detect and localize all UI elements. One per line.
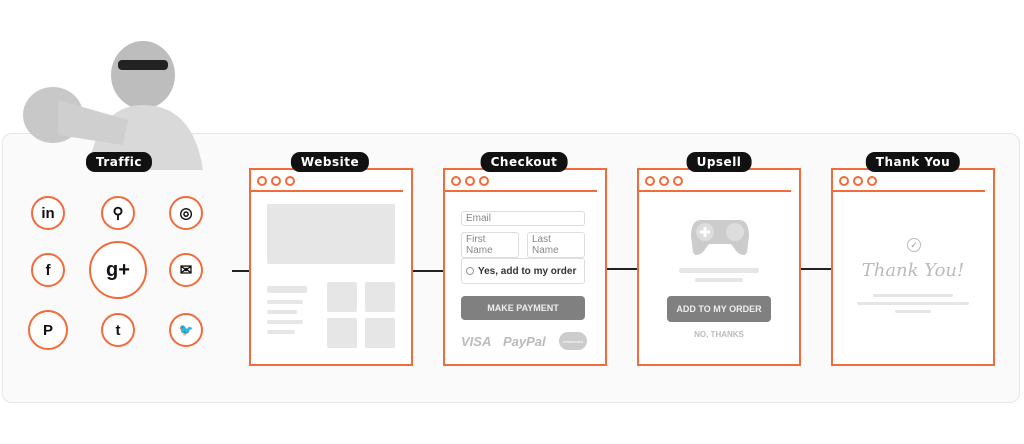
text-line — [267, 330, 295, 334]
image-placeholder — [327, 318, 357, 348]
make-payment-button[interactable]: MAKE PAYMENT — [461, 296, 585, 320]
thankyou-frame: ✓ Thank You! — [831, 168, 995, 366]
mail-icon: ✉ — [169, 253, 203, 287]
website-label: Website — [290, 152, 370, 172]
text-line — [895, 310, 931, 313]
paypal-logo: PayPal — [503, 334, 546, 349]
text-line — [695, 278, 743, 282]
gorilla-mascot-image — [23, 41, 203, 170]
text-line — [267, 310, 297, 314]
hero-placeholder — [267, 204, 395, 264]
text-line — [267, 320, 303, 324]
mastercard-logo: mastercard — [559, 332, 587, 350]
facebook-icon: f — [31, 253, 65, 287]
tumblr-icon: t — [101, 313, 135, 347]
upsell-frame: ADD TO MY ORDER NO, THANKS — [637, 168, 801, 366]
email-field[interactable]: Email — [461, 211, 585, 226]
pinterest-icon: P — [28, 310, 68, 350]
website-frame — [249, 168, 413, 366]
arrow-to-checkout — [410, 270, 458, 272]
visa-logo: VISA — [461, 334, 492, 349]
upsell-check-label: Yes, add to my order — [478, 265, 577, 277]
gamepad-icon — [691, 220, 749, 255]
thankyou-heading: Thank You! — [861, 260, 965, 281]
checkout-label: Checkout — [480, 152, 568, 172]
check-icon: ✓ — [907, 238, 921, 252]
image-placeholder — [365, 318, 395, 348]
instagram-icon: ◎ — [169, 196, 203, 230]
upsell-label: Upsell — [686, 152, 752, 172]
text-line — [679, 268, 759, 273]
traffic-label: Traffic — [85, 152, 153, 172]
text-line — [267, 286, 307, 293]
window-dots — [257, 176, 295, 186]
last-name-field[interactable]: Last Name — [527, 232, 585, 258]
linkedin-icon: in — [31, 196, 65, 230]
twitter-icon: 🐦 — [169, 313, 203, 347]
no-thanks-link[interactable]: NO, THANKS — [694, 330, 744, 339]
image-placeholder — [365, 282, 395, 312]
upsell-checkbox[interactable]: Yes, add to my order — [461, 258, 585, 284]
radio-icon — [466, 267, 474, 275]
text-line — [873, 294, 953, 297]
google-plus-icon: g+ — [89, 241, 147, 299]
search-icon: ⚲ — [101, 196, 135, 230]
checkout-frame: Email First Name Last Name Yes, add to m… — [443, 168, 607, 366]
first-name-field[interactable]: First Name — [461, 232, 519, 258]
thankyou-label: Thank You — [865, 152, 961, 172]
text-line — [857, 302, 969, 305]
arrow-to-upsell — [606, 268, 666, 270]
add-to-order-button[interactable]: ADD TO MY ORDER — [667, 296, 771, 322]
text-line — [267, 300, 303, 304]
arrow-to-thankyou — [798, 268, 862, 270]
image-placeholder — [327, 282, 357, 312]
